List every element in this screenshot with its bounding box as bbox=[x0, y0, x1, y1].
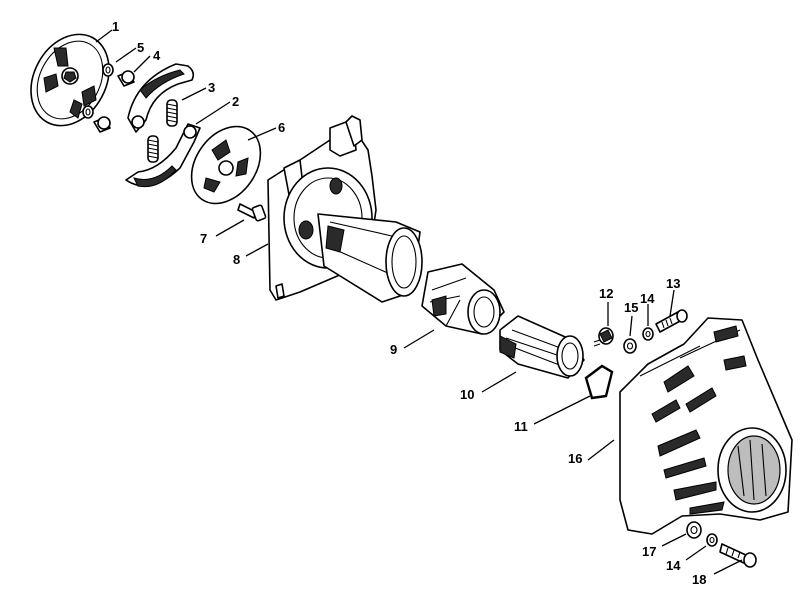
sleeve-9-part bbox=[421, 263, 505, 335]
washer-15-part bbox=[623, 338, 637, 354]
callout-9: 9 bbox=[390, 342, 397, 357]
screw-13-part bbox=[655, 309, 688, 333]
fan-housing-part bbox=[267, 115, 423, 303]
callout-17: 17 bbox=[642, 544, 656, 559]
callout-7: 7 bbox=[200, 231, 207, 246]
shroud-16-part bbox=[619, 317, 793, 535]
spring-3-part bbox=[147, 99, 178, 163]
washer-14-lower-part bbox=[706, 533, 718, 547]
callout-labels: 1 5 4 3 2 6 7 8 9 10 11 12 15 14 13 16 1… bbox=[112, 19, 706, 587]
clutch-carrier-part bbox=[30, 33, 110, 127]
washer-5-part bbox=[82, 63, 114, 119]
washer-17-part bbox=[686, 521, 702, 539]
callout-18: 18 bbox=[692, 572, 706, 587]
bushing-5-part bbox=[93, 70, 135, 133]
callout-12: 12 bbox=[599, 286, 613, 301]
callout-4: 4 bbox=[153, 48, 161, 63]
clutch-shoe-lower-part bbox=[125, 123, 201, 188]
clip-12-part bbox=[593, 327, 614, 347]
leader-lines bbox=[95, 29, 743, 575]
bearing-sleeve-10-part bbox=[499, 315, 585, 379]
callout-3: 3 bbox=[208, 80, 215, 95]
callout-14-lower: 14 bbox=[666, 558, 681, 573]
callout-13: 13 bbox=[666, 276, 680, 291]
callout-16: 16 bbox=[568, 451, 582, 466]
callout-15: 15 bbox=[624, 300, 638, 315]
clutch-shoe-upper-part bbox=[127, 63, 195, 133]
washer-14-upper-part bbox=[642, 327, 654, 341]
callout-2: 2 bbox=[232, 94, 239, 109]
callout-1: 1 bbox=[112, 19, 119, 34]
callout-14-upper: 14 bbox=[640, 291, 655, 306]
screw-7-part bbox=[237, 203, 267, 222]
callout-11: 11 bbox=[514, 419, 528, 434]
cover-plate-part bbox=[190, 125, 262, 205]
callout-10: 10 bbox=[460, 387, 474, 402]
screw-18-part bbox=[719, 543, 757, 568]
callout-6: 6 bbox=[278, 120, 285, 135]
callout-5-upper: 5 bbox=[137, 40, 144, 55]
retaining-ring-11-part bbox=[584, 364, 614, 400]
callout-8: 8 bbox=[233, 252, 240, 267]
